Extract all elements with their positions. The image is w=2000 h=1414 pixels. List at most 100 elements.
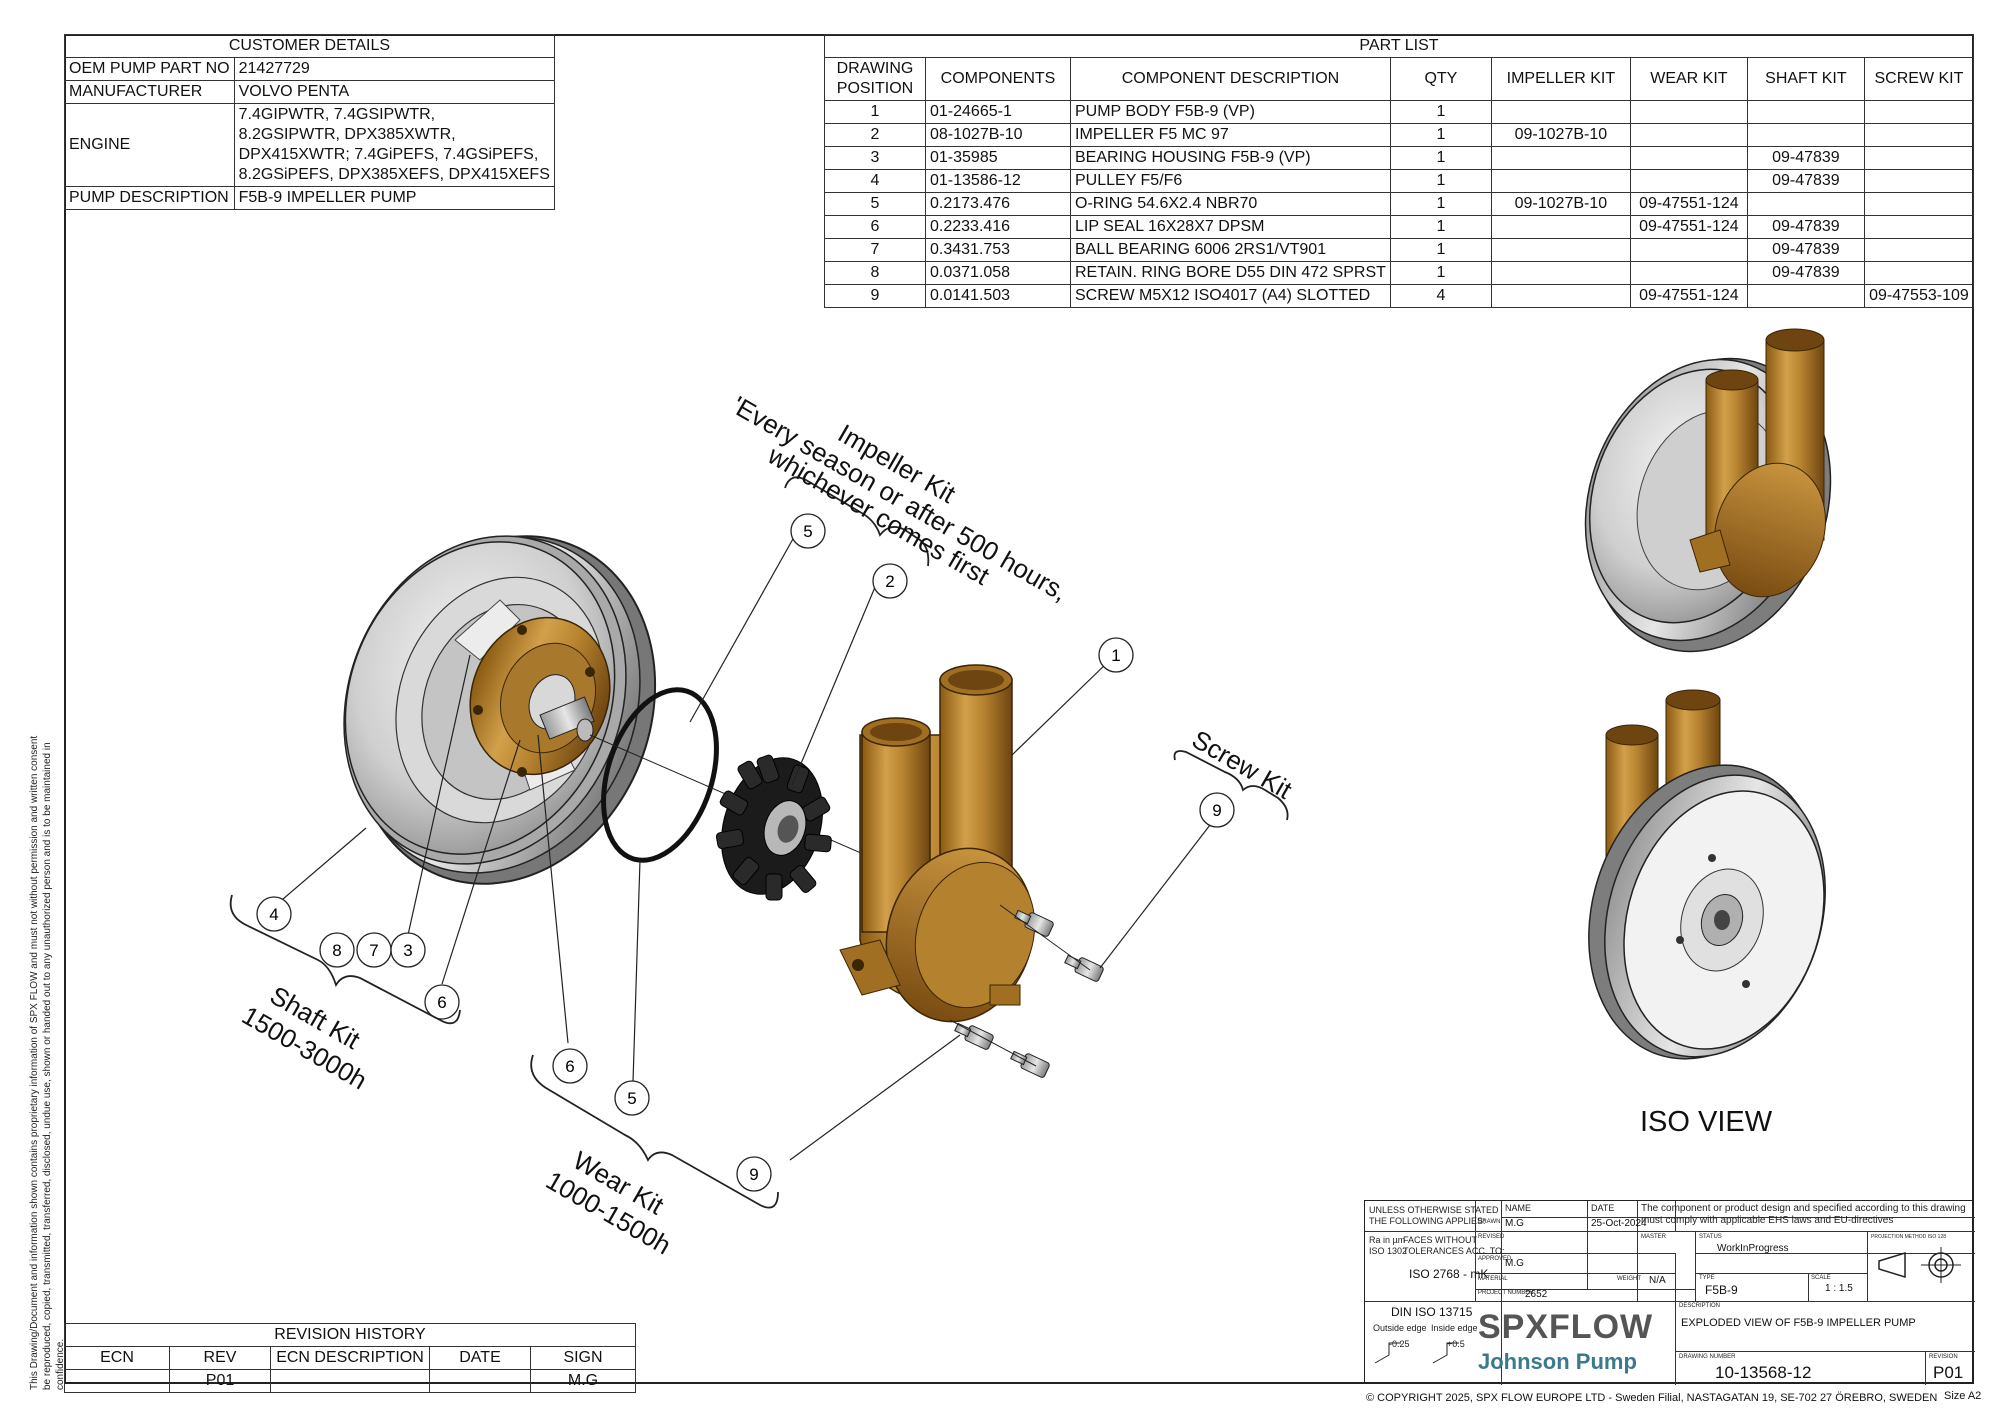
project-value: 2652 (1525, 1289, 1548, 1300)
balloon: 9 (736, 1156, 772, 1192)
drawn-name: M.G (1505, 1218, 1524, 1229)
balloon-number: 9 (749, 1165, 758, 1184)
table-cell (1629, 123, 1748, 147)
table-cell: 09-47551-124 (1629, 284, 1748, 308)
outside-edge-value: -0.25 (1389, 1339, 1410, 1349)
iso1302-label: ISO 1302 (1369, 1246, 1408, 1256)
revision-history-table: REVISION HISTORY ECN REV ECN DESCRIPTION… (64, 1323, 636, 1393)
balloon: 8 (319, 932, 355, 968)
balloon: 7 (356, 932, 392, 968)
pump-description-value: F5B-9 IMPELLER PUMP (233, 186, 555, 210)
balloon-number: 9 (1212, 801, 1221, 820)
table-cell: 01-24665-1 (925, 100, 1071, 124)
spxflow-logo: SPXFLOW (1478, 1308, 1654, 1346)
scale-value: 1 : 1.5 (1825, 1283, 1853, 1294)
drawn-label: DRAWN (1478, 1219, 1501, 1225)
oem-part-value: 21427729 (233, 57, 555, 81)
din-value: DIN ISO 13715 (1391, 1305, 1473, 1319)
iso2768-value: ISO 2768 - mK (1409, 1267, 1489, 1281)
balloon: 2 (872, 563, 908, 599)
faces-label: FACES WITHOUT (1403, 1235, 1477, 1245)
tolerances-label: TOLERANCES ACC. TO: (1403, 1246, 1505, 1256)
table-cell (1746, 192, 1865, 216)
table-cell: 01-35985 (925, 146, 1071, 170)
approved-name: M.G (1505, 1258, 1524, 1269)
type-value: F5B-9 (1705, 1283, 1738, 1297)
sheet-size: Size A2 (1944, 1390, 1982, 1402)
table-row: ENGINE 7.4GIPWTR, 7.4GSIPWTR, 8.2GSIPWTR… (64, 103, 555, 187)
table-cell: 8 (824, 261, 926, 285)
balloon-number: 7 (369, 941, 378, 960)
table-cell: LIP SEAL 16X28X7 DPSM (1070, 215, 1391, 239)
weight-label: WEIGHT (1617, 1276, 1641, 1282)
engine-label: ENGINE (64, 103, 235, 187)
table-row: PUMP DESCRIPTION F5B-9 IMPELLER PUMP (64, 186, 555, 210)
column-header: QTY (1389, 57, 1492, 101)
column-header: ECN (64, 1346, 170, 1370)
compliance-text: The component or product design and spec… (1641, 1203, 1966, 1226)
engine-line: DPX415XWTR; 7.4GiPEFS, 7.4GSiPEFS, (238, 146, 539, 163)
projection-label: PROJECTION METHOD ISO 128 (1871, 1234, 1947, 1240)
balloon: 3 (390, 932, 426, 968)
column-header-line: DRAWING (836, 60, 914, 77)
column-header: DRAWING POSITION (824, 57, 926, 101)
engine-value: 7.4GIPWTR, 7.4GSIPWTR, 8.2GSIPWTR, DPX38… (233, 103, 555, 187)
table-cell: 0.2233.416 (925, 215, 1071, 239)
table-cell: 09-47839 (1746, 169, 1865, 193)
table-cell: 0.0371.058 (925, 261, 1071, 285)
revision-header-row: ECN REV ECN DESCRIPTION DATE SIGN (64, 1346, 636, 1370)
column-header: REV (169, 1346, 271, 1370)
balloon-number: 2 (885, 572, 894, 591)
balloon-number: 4 (269, 905, 278, 924)
table-cell (1490, 284, 1631, 308)
table-cell: 1 (1389, 100, 1492, 124)
table-cell: 1 (824, 100, 926, 124)
table-cell: BALL BEARING 6006 2RS1/VT901 (1070, 238, 1391, 262)
table-cell: 1 (1389, 169, 1492, 193)
table-cell: 5 (824, 192, 926, 216)
sign-cell: M.G (530, 1369, 636, 1393)
table-cell (1629, 261, 1748, 285)
name-label: NAME (1505, 1203, 1532, 1213)
table-cell (1746, 123, 1865, 147)
balloon-number: 5 (627, 1089, 636, 1108)
inside-edge-label: Inside edge (1431, 1323, 1478, 1333)
revision-label: REVISION (1929, 1354, 1958, 1360)
table-cell (1863, 192, 1975, 216)
status-label: STATUS (1699, 1234, 1722, 1240)
approved-label: APPROVED (1478, 1256, 1512, 1262)
pump-body (839, 664, 1036, 1023)
table-cell (1746, 100, 1865, 124)
column-header-line: POSITION (836, 80, 914, 97)
table-cell (1490, 215, 1631, 239)
copyright-text: © COPYRIGHT 2025, SPX FLOW EUROPE LTD - … (1366, 1392, 1938, 1404)
table-cell: 09-47551-124 (1629, 215, 1748, 239)
column-header: COMPONENT DESCRIPTION (1070, 57, 1391, 101)
ecn-cell (64, 1369, 170, 1393)
balloon-number: 6 (437, 993, 446, 1012)
table-row: OEM PUMP PART NO 21427729 (64, 57, 555, 81)
column-header: SCREW KIT (1863, 57, 1975, 101)
leader-lines (275, 529, 1211, 1161)
table-row: P01 M.G (64, 1369, 636, 1393)
balloon: 5 (614, 1080, 650, 1116)
ra-label: Ra in µm (1369, 1235, 1406, 1245)
column-header: IMPELLER KIT (1490, 57, 1631, 101)
column-header: SHAFT KIT (1746, 57, 1865, 101)
column-header: COMPONENTS (925, 57, 1071, 101)
balloon: 9 (1199, 792, 1235, 828)
balloon-number: 8 (332, 941, 341, 960)
table-cell (1863, 146, 1975, 170)
inside-edge-value: +0.5 (1447, 1339, 1465, 1349)
table-cell: 09-47551-124 (1629, 192, 1748, 216)
table-cell: 09-47553-109 (1863, 284, 1975, 308)
table-cell: 1 (1389, 146, 1492, 170)
table-cell: 2 (824, 123, 926, 147)
applies-text: THE FOLLOWING APPLIES: (1369, 1216, 1486, 1226)
engine-line: 7.4GIPWTR, 7.4GSIPWTR, (238, 106, 436, 123)
